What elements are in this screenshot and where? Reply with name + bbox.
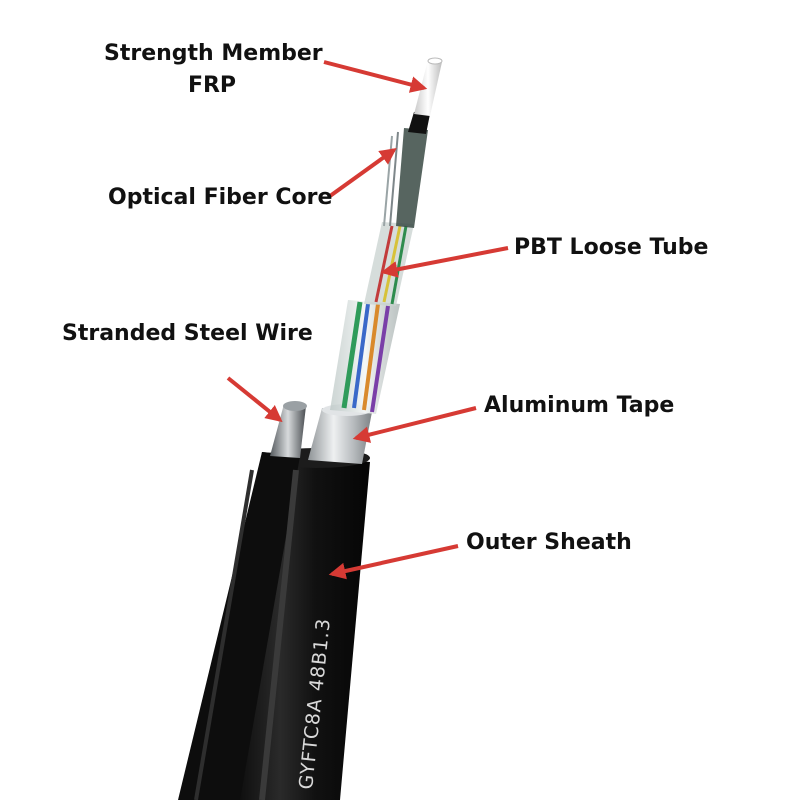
steel-wire-end — [283, 401, 307, 411]
arrow-stranded-steel-wire — [226, 376, 283, 423]
arrow-aluminum-tape — [352, 406, 477, 443]
arrow-strength-member — [323, 60, 428, 93]
fiber-core-strand — [389, 131, 399, 227]
strength-member-black — [408, 112, 430, 134]
label-aluminum-tape: Aluminum Tape — [484, 393, 675, 418]
stranded-steel-wire — [270, 404, 306, 458]
sheath-highlight — [194, 469, 254, 800]
arrow-optical-fiber-core — [328, 148, 397, 198]
label-strength-member: Strength Member FRP — [104, 38, 323, 102]
label-optical-fiber-core: Optical Fiber Core — [108, 185, 333, 210]
frp-tip — [427, 57, 443, 65]
label-outer-sheath: Outer Sheath — [466, 530, 632, 555]
fiber-green — [341, 301, 363, 409]
fiber-orange — [362, 303, 380, 411]
messenger-sheath — [178, 452, 300, 800]
strength-member-frp — [414, 60, 442, 116]
aluminum-tape — [308, 408, 372, 464]
frp-text: FRP — [187, 73, 237, 98]
fiber-green-2 — [390, 225, 408, 305]
fiber-core-tube — [396, 128, 428, 228]
fiber-blue — [352, 303, 370, 409]
strength-member-text: Strength Member — [104, 41, 323, 66]
arrow-outer-sheath — [328, 544, 459, 580]
fiber-purple — [370, 305, 390, 413]
arrow-pbt-loose-tube — [380, 246, 509, 278]
label-pbt-loose-tube: PBT Loose Tube — [514, 235, 709, 260]
label-stranded-steel-wire: Stranded Steel Wire — [62, 321, 313, 346]
sheath-highlight — [259, 469, 299, 800]
